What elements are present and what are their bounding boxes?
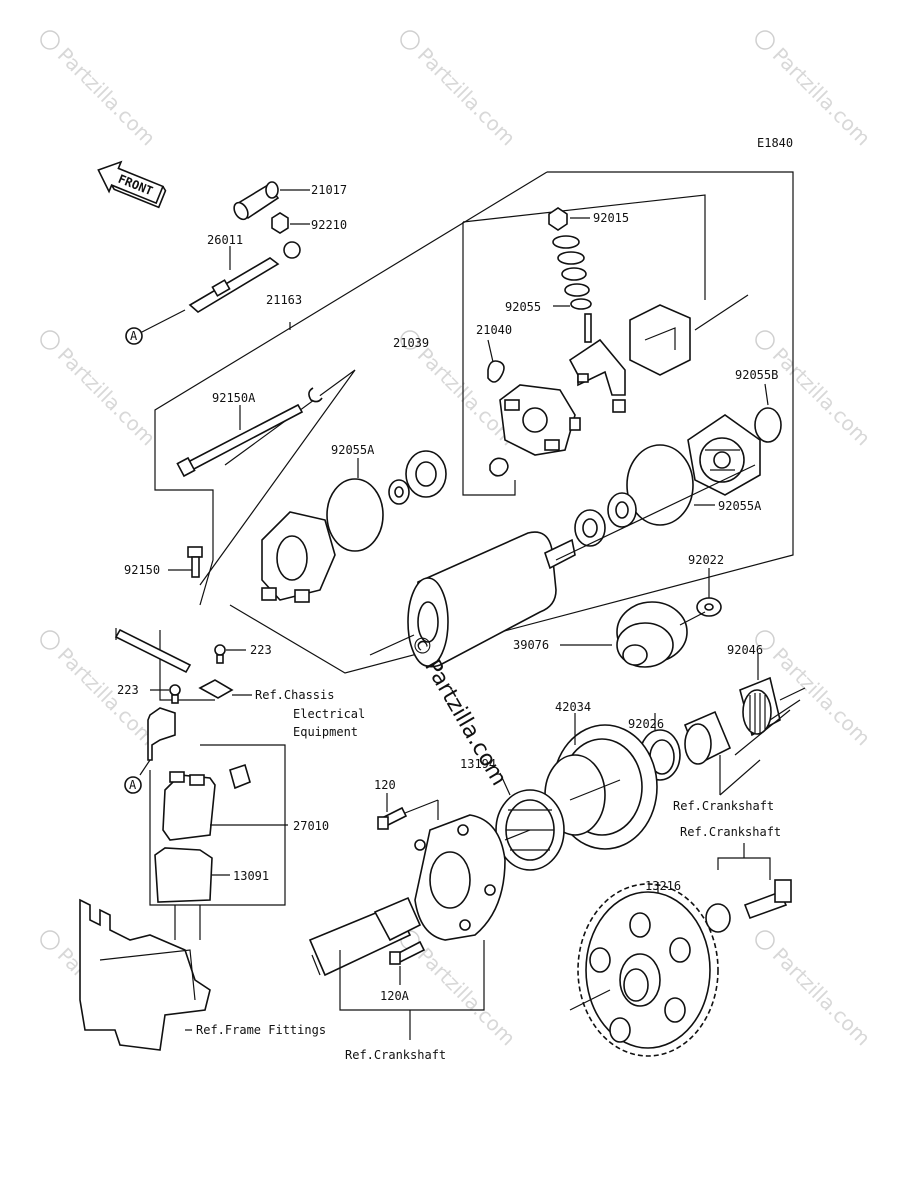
diagram-code: E1840 [757,136,793,150]
group-outlines [149,171,794,906]
part-starter-relay [162,763,288,841]
label-223-left: 223 [117,683,139,697]
part-rear-cover [687,414,761,496]
part-labels: 21017 92210 26011 21163 92015 92055 2104… [117,183,778,1003]
part-13216-starter-gear [569,882,719,1057]
ref-crankshaft-right-upper: Ref.Crankshaft [673,799,774,813]
watermark-text: Partzilla.com [53,43,160,150]
part-13091-relay-cover [154,847,230,940]
label-92210: 92210 [311,218,347,232]
label-120: 120 [374,778,396,792]
watermark-text: Partzilla.com [768,343,875,450]
label-92055A-right: 92055A [718,499,762,513]
label-13091: 13091 [233,869,269,883]
watermark-text: Partzilla.com [768,643,875,750]
label-92022: 92022 [688,553,724,567]
label-26011: 26011 [207,233,243,247]
part-chassis-terminal [198,679,252,699]
part-crank-sleeve [683,709,791,796]
ref-chassis-line2: Electrical [293,707,365,721]
label-39076: 39076 [513,638,549,652]
watermark-text: Partzilla.com [768,943,875,1050]
part-crank-bolt-washer [705,843,792,933]
ref-chassis-line3: Equipment [293,725,358,739]
label-92150: 92150 [124,563,160,577]
part-end-cap-right [629,294,749,376]
part-frame-bracket [79,898,211,1051]
part-bearing-left [388,450,447,505]
part-front-cover [261,511,336,603]
part-relay-bracket [139,707,176,776]
part-92015-nut-washers [548,207,592,343]
reference-labels: Ref.Chassis Electrical Equipment Ref.Cra… [196,688,781,1062]
label-21040: 21040 [476,323,512,337]
label-21017: 21017 [311,183,347,197]
label-92026: 92026 [628,717,664,731]
part-92150A-long-bolt [176,387,323,478]
part-92055A-oring-left [326,458,384,552]
connector-a-label: A [129,778,137,792]
ref-crankshaft-bottom: Ref.Crankshaft [345,1048,446,1062]
label-21039: 21039 [393,336,429,350]
part-brush-spring-lower [489,457,509,477]
label-92150A: 92150A [212,391,256,405]
label-92046: 92046 [727,643,763,657]
part-92055B-oring [754,383,782,443]
crankshaft-ref-bracket-bottom [339,940,485,1040]
part-terminal-bracket [568,338,626,413]
watermark-text: Partzilla.com [413,43,520,150]
part-120-bolt [377,793,439,830]
label-42034: 42034 [555,700,591,714]
part-39076-idle-gear [560,601,706,668]
part-120A-bolt [389,940,426,985]
part-bearing-washer-right [574,492,637,547]
ref-frame-fittings: Ref.Frame Fittings [196,1023,326,1037]
watermark-text: Partzilla.com [768,43,875,150]
part-92022-washer [696,568,722,617]
part-crankshaft-end [308,896,422,977]
label-21163: 21163 [266,293,302,307]
label-13216: 13216 [645,879,681,893]
part-92150-bolt [168,546,203,578]
connector-a-top: A [125,327,143,345]
label-92015: 92015 [593,211,629,225]
label-120A: 120A [380,989,410,1003]
part-92055A-oring-right [626,444,715,526]
ref-chassis-line1: Ref.Chassis [255,688,334,702]
part-starter-motor-body [369,464,756,668]
connector-a-bottom: A [124,776,142,794]
part-rotor-hub [414,814,531,941]
part-223-screw-top [214,644,246,664]
label-13194: 13194 [460,757,496,771]
part-223-screw-left [150,684,181,704]
watermark-text: Partzilla.com [413,943,520,1050]
ref-crankshaft-right-lower: Ref.Crankshaft [680,825,781,839]
part-26011-lead [139,241,301,334]
watermark-text: Partzilla.com [53,343,160,450]
part-92046-needle-bearing [739,653,806,737]
label-223-top: 223 [250,643,272,657]
label-92055B: 92055B [735,368,778,382]
part-92210-nut [271,212,310,234]
label-92055A-left: 92055A [331,443,375,457]
label-92055: 92055 [505,300,541,314]
part-21040-brush-spring [487,339,505,383]
front-arrow: FRONT [97,160,167,209]
watermark-text: Partzilla.com [53,643,160,750]
part-21017-boot [233,181,310,221]
part-brush-plate [499,384,581,456]
part-battery-cable [114,628,192,674]
label-27010: 27010 [293,819,329,833]
connector-a-label: A [130,329,138,343]
